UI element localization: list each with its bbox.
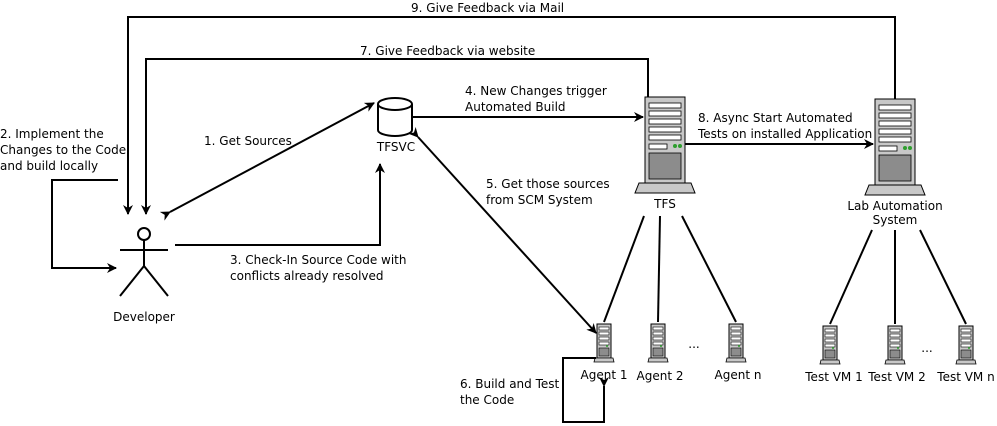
feedback-mail-arrow [123, 16, 896, 215]
vmn-label: Test VM n [936, 370, 994, 384]
agent-ellipsis: ... [688, 337, 699, 351]
agent1-server-icon [593, 323, 615, 363]
check-in-arrow [175, 163, 385, 246]
vm-ellipsis: ... [921, 341, 932, 355]
developer-label: Developer [113, 310, 175, 324]
vm1-server-icon [819, 325, 841, 365]
step8-label-line2: Tests on installed Application [697, 127, 872, 141]
vm2-label: Test VM 2 [867, 370, 925, 384]
step3-label-line1: 3. Check-In Source Code with [230, 253, 407, 267]
step6-label-line2: the Code [460, 393, 514, 407]
tfs-agent2-link [657, 215, 661, 323]
lab-label-line1: Lab Automation [847, 199, 942, 213]
developer-actor [119, 227, 169, 297]
step9-label: 9. Give Feedback via Mail [411, 1, 564, 15]
tfs-label: TFS [653, 197, 676, 211]
step7-label: 7. Give Feedback via website [360, 44, 535, 58]
feedback-website-arrow [141, 58, 649, 215]
tfsvc-label: TFSVC [376, 140, 415, 154]
agent-build-loop [562, 357, 609, 423]
get-sources-arrow [159, 102, 375, 221]
tfs-agentn-link [681, 215, 737, 323]
step2-label-line2: Changes to the Code [0, 143, 126, 157]
agent2-server-icon [647, 323, 669, 363]
step3-label-line2: conflicts already resolved [230, 269, 384, 283]
agent1-label: Agent 1 [581, 368, 628, 382]
agentn-server-icon [725, 323, 747, 363]
agent2-label: Agent 2 [637, 369, 684, 383]
step2-label-line3: and build locally [0, 159, 98, 173]
tfs-agent1-link [603, 215, 645, 323]
step4-label-line1: 4. New Changes trigger [465, 84, 607, 98]
agentn-label: Agent n [715, 368, 762, 382]
step6-label-line1: 6. Build and Test [460, 377, 560, 391]
vm1-label: Test VM 1 [804, 370, 862, 384]
lab-label-line2: System [873, 213, 918, 227]
lab-automation-server-icon [864, 98, 926, 196]
step2-label-line1: 2. Implement the [0, 127, 104, 141]
vm2-server-icon [884, 325, 906, 365]
step1-label: 1. Get Sources [204, 134, 292, 148]
step5-label-line2: from SCM System [486, 193, 593, 207]
local-build-loop [51, 179, 118, 273]
agent-get-sources-arrow [408, 126, 597, 334]
vmn-server-icon [955, 325, 977, 365]
lab-vm1-link [829, 229, 873, 325]
lab-vmn-link [919, 229, 967, 325]
step8-label-line1: 8. Async Start Automated [698, 111, 853, 125]
step4-label-line2: Automated Build [465, 100, 566, 114]
step5-label-line1: 5. Get those sources [486, 177, 610, 191]
tfsvc-database [377, 97, 413, 137]
